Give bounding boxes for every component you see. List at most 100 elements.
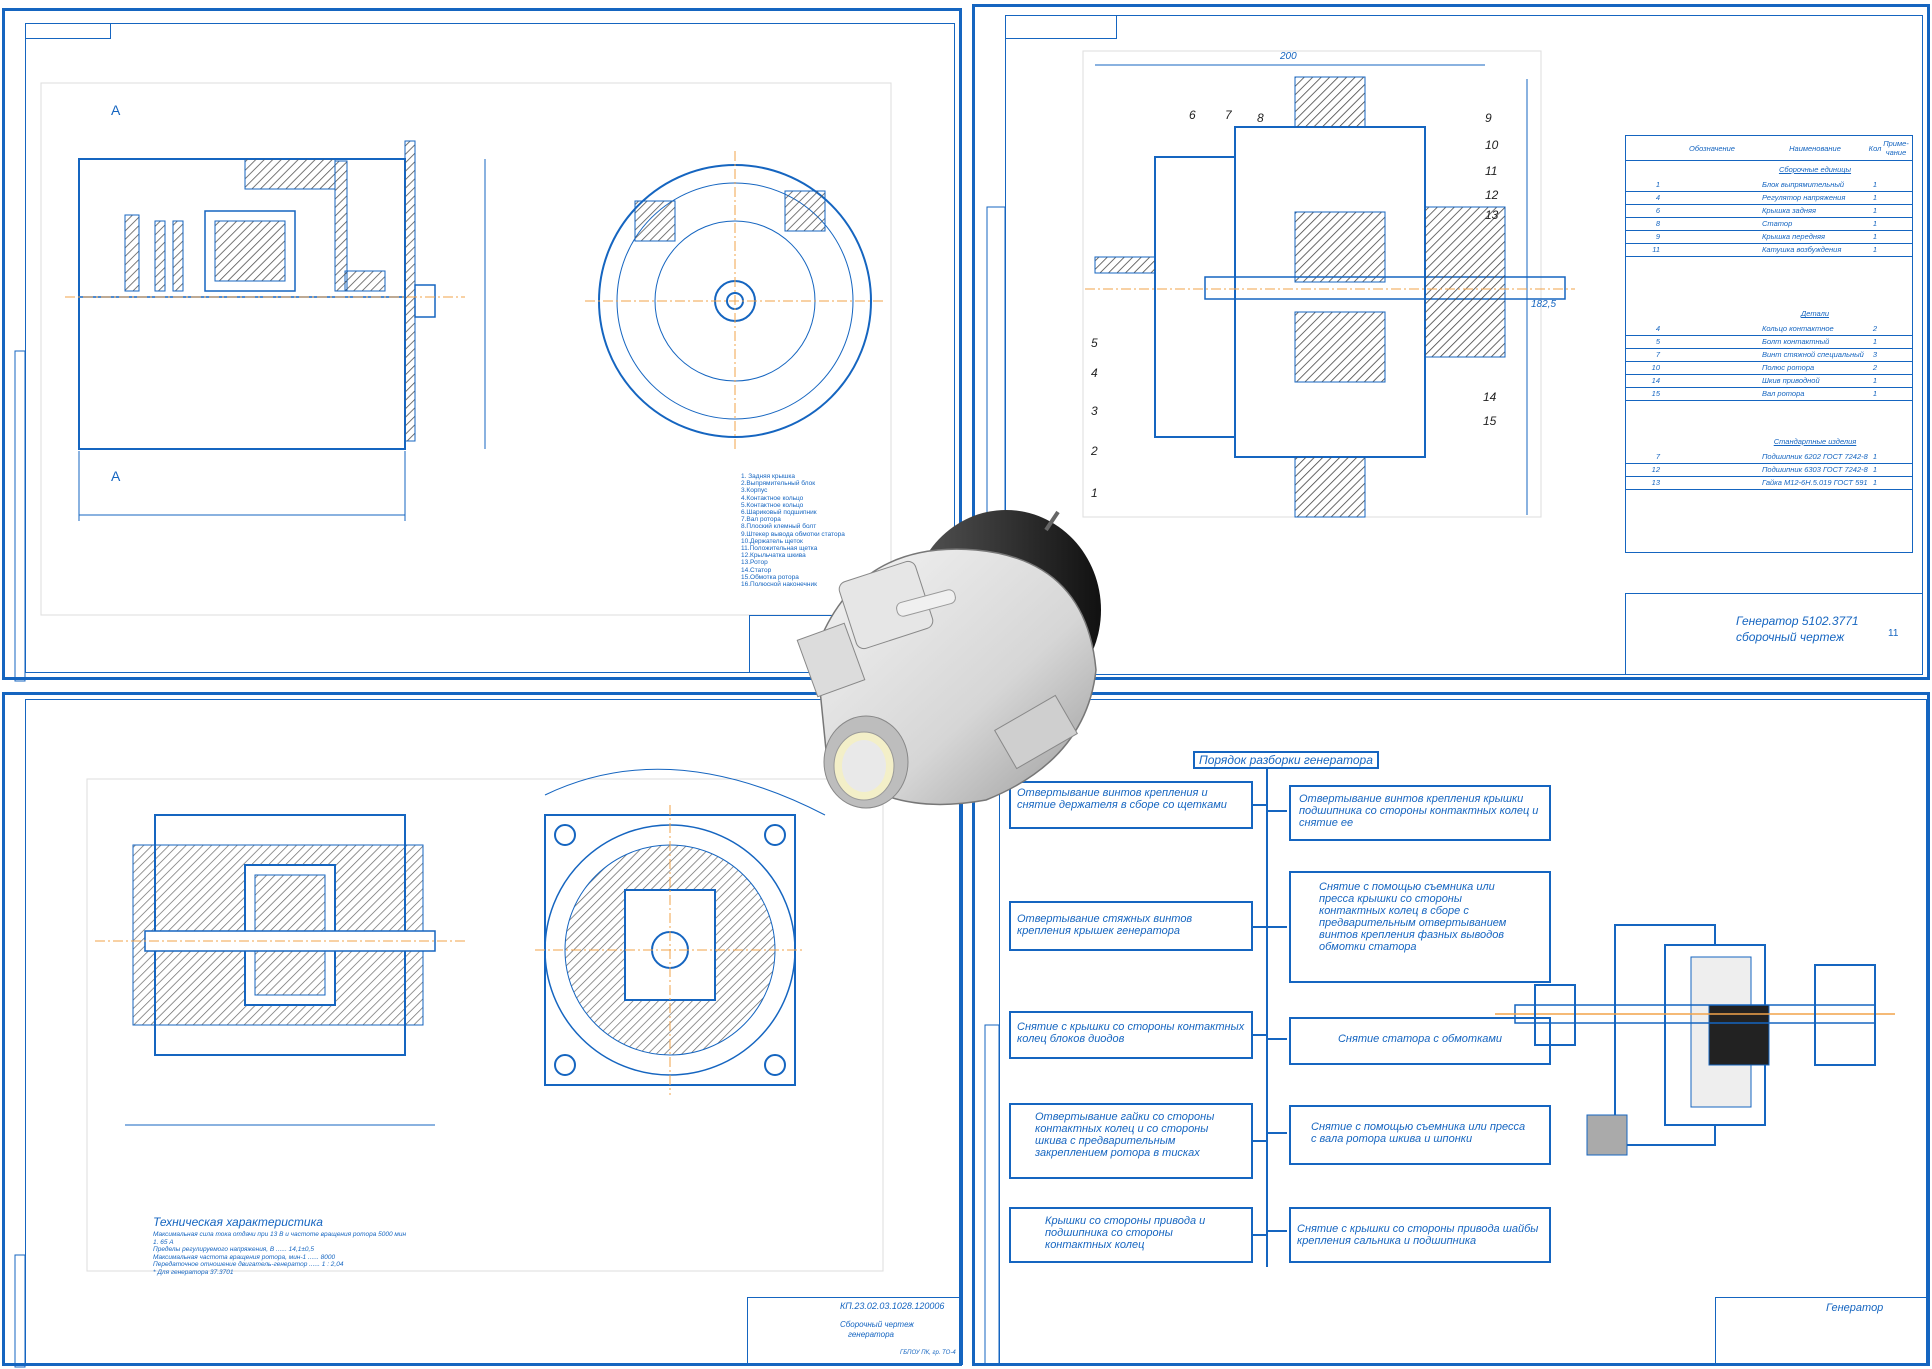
spec-row-pos: 6	[1655, 206, 1660, 215]
section-mark-a-top: А	[111, 102, 121, 118]
tech-spec-line: 1. 65 А	[153, 1238, 174, 1246]
spec-row-pos: 7	[1655, 350, 1660, 359]
callout-9: 9	[1485, 111, 1492, 125]
spec-header-note: Приме-чание	[1883, 139, 1909, 157]
spec-row-name: Шкив приводной	[1762, 376, 1820, 385]
spec-row-pos: 10	[1651, 363, 1660, 372]
step-box-left-3: Снятие с крышки со стороны контактных ко…	[1009, 1011, 1253, 1059]
spec-row-qty: 2	[1872, 363, 1878, 372]
spec-row: 15 Вал ротора 1	[1626, 388, 1912, 401]
sheet-4-flow-lines	[984, 761, 1895, 1366]
spec-row-name: Гайка М12-6Н.5.019 ГОСТ 5915-70	[1762, 478, 1868, 487]
sheet-2-assembly-drawing: 200 182,5 1 2 3 4 5 6 7 8 9 10 11 12 13 …	[972, 4, 1930, 680]
spec-row-pos: 14	[1651, 376, 1660, 385]
legend-item: 8.Плоский клемный болт	[741, 523, 817, 531]
spec-row-name: Подшипник 6202 ГОСТ 7242-81	[1762, 452, 1868, 461]
spec-row-qty: 1	[1872, 180, 1878, 189]
spec-row-qty: 1	[1872, 452, 1878, 461]
front-view	[535, 768, 826, 1095]
side-section-view	[95, 814, 465, 1126]
sheet-3-assembly-drawing: Техническая характеристика Максимальная …	[2, 692, 963, 1368]
spec-row-qty: 1	[1872, 376, 1878, 385]
spec-row-name: Катушка возбуждения	[1762, 245, 1842, 254]
spec-row-qty: 1	[1872, 389, 1878, 398]
step-box-right-3: Снятие статора с обмотками	[1289, 1017, 1551, 1065]
legend-item: 1. Задняя крышка	[741, 473, 795, 480]
tech-spec-line: * Для генератора 37.3701	[153, 1268, 234, 1276]
spec-section-assembly: Сборочные единицы	[1778, 165, 1852, 174]
spec-row-name: Винт стяжной специальный	[1762, 350, 1864, 359]
sheet-2-drawing: 200 182,5 1 2 3 4 5 6 7 8 9 10 11 12 13 …	[986, 50, 1575, 678]
tech-spec-title: Техническая характеристика	[153, 1215, 323, 1229]
step-box-left-2: Отвертывание стяжных винтов крепления кр…	[1009, 901, 1253, 951]
title-block-name: Генератор	[1826, 1302, 1884, 1314]
legend-item: 3.Корпус	[741, 487, 768, 495]
spec-row-qty: 1	[1872, 465, 1878, 474]
callout-5: 5	[1091, 336, 1098, 350]
step-box-right-1: Отвертывание винтов крепления крышки под…	[1289, 785, 1551, 841]
spec-row-name: Полюс ротора	[1762, 363, 1815, 372]
exploded-view	[1495, 924, 1895, 1156]
spec-row-name: Крышка передняя	[1762, 232, 1825, 241]
callout-13: 13	[1485, 208, 1499, 222]
legend-item: 9.Штекер вывода обмотки статора	[741, 530, 845, 538]
title-block-org: ГБПОУ ПК, гр. ТО-4	[900, 1350, 956, 1356]
spec-row-qty: 1	[1872, 337, 1878, 346]
spec-row-pos: 15	[1651, 389, 1660, 398]
legend-item: 4.Контактное кольцо	[741, 494, 804, 502]
spec-row-name: Болт контактный	[1762, 337, 1830, 346]
sheet-4-title-block: Генератор	[1715, 1297, 1927, 1365]
spec-row-pos: 9	[1655, 232, 1660, 241]
tech-spec-line: Передаточное отношение двигатель-генерат…	[153, 1261, 344, 1268]
spec-row-qty: 3	[1872, 350, 1878, 359]
tech-spec-list: Максимальная сила тока отдачи при 13 В и…	[153, 1231, 453, 1276]
legend-item: 13.Ротор	[741, 559, 768, 567]
generator-section	[1085, 76, 1575, 518]
spec-row: 10 Полюс ротора 2	[1626, 362, 1912, 375]
legend-list: 1. Задняя крышка 2.Выпрямительный блок 3…	[741, 473, 845, 588]
spec-row-qty: 1	[1872, 219, 1878, 228]
step-box-right-5: Снятие с крышки со стороны привода шайбы…	[1289, 1207, 1551, 1263]
spec-header-name: Наименование	[1789, 143, 1841, 153]
spec-row-qty: 2	[1872, 324, 1878, 333]
title-block-sheet-no: 11	[1888, 628, 1899, 639]
spec-row-name: Вал ротора	[1762, 389, 1805, 398]
flowchart-title: Порядок разборки генератора	[1193, 751, 1379, 769]
end-view	[585, 151, 885, 451]
tech-spec-line: Максимальная сила тока отдачи при 13 В и…	[153, 1231, 407, 1238]
legend-item: 2.Выпрямительный блок	[741, 480, 816, 488]
longitudinal-section	[65, 140, 486, 521]
spec-row-pos: 5	[1655, 337, 1660, 346]
spec-row-pos: 1	[1655, 180, 1660, 189]
step-box-right-2: Снятие с помощью съемника или пресса кры…	[1289, 871, 1551, 983]
spec-row: 5 Болт контактный 1	[1626, 336, 1912, 349]
callout-1: 1	[1091, 486, 1098, 500]
title-block-name-1: Сборочный чертеж	[840, 1320, 914, 1329]
callout-10: 10	[1485, 138, 1499, 152]
spec-row-pos: 8	[1655, 219, 1660, 228]
callout-12: 12	[1485, 188, 1499, 202]
step-box-left-4: Отвертывание гайки со стороны контактных…	[1009, 1103, 1253, 1179]
spec-row-name: Кольцо контактное	[1762, 324, 1834, 333]
title-block-name-2: сборочный чертеж	[1736, 630, 1845, 644]
step-box-left-5: Крышки со стороны привода и подшипника с…	[1009, 1207, 1253, 1263]
spec-row: 4 Кольцо контактное 2	[1626, 323, 1912, 336]
spec-row-name: Блок выпрямительный	[1762, 180, 1845, 189]
sheet-3-drawing	[14, 768, 884, 1368]
spec-row-pos: 4	[1655, 324, 1660, 333]
sheet-2-corner-tag	[1005, 15, 1117, 39]
tech-spec-line: Максимальная частота вращения ротора, ми…	[153, 1253, 336, 1261]
callout-11: 11	[1485, 164, 1497, 178]
spec-row: 7 Винт стяжной специальный 3	[1626, 349, 1912, 362]
spec-row: 14 Шкив приводной 1	[1626, 375, 1912, 388]
generator-3d-render	[796, 510, 1101, 809]
legend-item: 12.Крыльчатка шкива	[741, 552, 806, 560]
spec-section-standard: Стандартные изделия	[1773, 437, 1857, 446]
spec-row-qty: 1	[1872, 478, 1878, 487]
